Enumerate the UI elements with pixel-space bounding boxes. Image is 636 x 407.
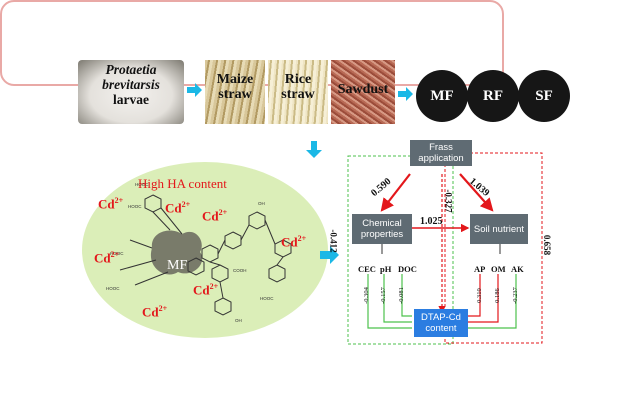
cd-ion-label: Cd xyxy=(94,250,111,266)
cd-ion-label: Cd xyxy=(142,304,159,320)
frass-label-rf: RF xyxy=(483,87,503,104)
oh-label: OH xyxy=(258,201,265,206)
high-ha-title: High HA content xyxy=(138,176,227,191)
var-cec: CEC xyxy=(358,264,376,274)
frass-application-box: Frass application xyxy=(410,140,472,166)
cd-ion-label: Cd xyxy=(202,208,219,224)
larvae-label-line2: brevitarsis xyxy=(102,77,160,92)
cd-ion-label: Cd xyxy=(165,200,182,216)
hooc-label: HOOC xyxy=(110,251,124,256)
dtap-cd-content-box: DTAP-Cd content xyxy=(414,309,468,337)
path-diagram-lines xyxy=(347,152,543,345)
hooc-label: HOOC xyxy=(135,182,149,187)
larvae-label-line1: Protaetia xyxy=(105,62,157,77)
coef-chem-soil: 1.025 xyxy=(420,216,443,227)
coef-ap: 0.310 xyxy=(475,288,483,303)
larvae-photo xyxy=(78,60,184,124)
frass-label-mf: MF xyxy=(430,87,454,104)
cd-ion-charge: 2+ xyxy=(114,196,124,205)
var-om: OM xyxy=(491,264,506,274)
mf-center-label: MF xyxy=(167,258,188,273)
arrow-right-icon xyxy=(398,87,413,101)
cd-ion-charge: 2+ xyxy=(158,304,168,313)
coef-ak: -0.237 xyxy=(511,287,519,304)
var-doc: DOC xyxy=(398,264,417,274)
cd-ion: Cd2+ xyxy=(142,304,167,320)
var-ap: AP xyxy=(474,264,486,274)
hooc-label: HOOC xyxy=(128,204,142,209)
maize-straw-photo xyxy=(205,60,265,124)
cd-ion-label: Cd xyxy=(193,282,210,298)
arrow-down-icon xyxy=(306,141,322,158)
cooh-label: COOH xyxy=(233,268,247,273)
cd-ion: Cd2+ xyxy=(281,234,306,250)
rice-straw-label: Rice straw xyxy=(268,72,328,102)
frass-label-sf: SF xyxy=(535,87,553,104)
cd-ion: Cd2+ xyxy=(94,250,119,266)
material-label-rice: Rice straw xyxy=(281,72,315,102)
coef-ph: -0.157 xyxy=(379,287,387,304)
cd-ion-charge: 2+ xyxy=(209,282,219,291)
coef-cec: -0.304 xyxy=(362,287,370,304)
maize-straw-label: Maize straw xyxy=(205,72,265,102)
coef-doc: -0.081 xyxy=(397,287,405,304)
chemical-properties-box: Chemical properties xyxy=(352,214,412,244)
cd-ion-charge: 2+ xyxy=(110,250,120,259)
cd-ion-charge: 2+ xyxy=(297,234,307,243)
frass-circle-sf: SF xyxy=(518,70,570,122)
cd-ion: Cd2+ xyxy=(202,208,227,224)
soil-nutrient-label: Soil nutrient xyxy=(473,223,525,235)
oh-label: OH xyxy=(235,318,242,323)
cd-ion-label: Cd xyxy=(281,234,298,250)
dtap-cd-content-label: DTAP-Cd content xyxy=(421,312,461,334)
sawdust-photo xyxy=(331,60,395,124)
frass-circle-rf: RF xyxy=(467,70,519,122)
cd-ion-charge: 2+ xyxy=(218,208,228,217)
coef-right-total: 0.658 xyxy=(542,234,553,256)
cd-ion: Cd2+ xyxy=(165,200,190,216)
coef-left-total: -0.412 xyxy=(328,229,339,253)
rice-straw-photo xyxy=(268,60,328,124)
cd-ion-charge: 2+ xyxy=(181,200,191,209)
chemical-properties-label: Chemical properties xyxy=(360,218,404,240)
hooc-label: HOOC xyxy=(106,286,120,291)
molecule-ellipse: HOOC HOOC OH COOH HOOC OH HOOC HOOC xyxy=(82,162,328,338)
sawdust-label: Sawdust xyxy=(337,82,389,97)
arrow-right-icon xyxy=(320,246,339,264)
hooc-label: HOOC xyxy=(260,296,274,301)
frass-application-label: Frass application xyxy=(418,142,464,164)
coef-frass-target: -0.327 xyxy=(443,189,454,213)
cd-ion: Cd2+ xyxy=(193,282,218,298)
larvae-label-line3: larvae xyxy=(113,92,149,107)
soil-nutrient-box: Soil nutrient xyxy=(470,214,528,244)
var-ak: AK xyxy=(511,264,524,274)
frass-circle-mf: MF xyxy=(416,70,468,122)
material-label-maize: Maize straw xyxy=(216,72,254,102)
cd-ion: Cd2+ xyxy=(98,196,123,212)
var-ph: pH xyxy=(380,264,392,274)
arrow-right-icon xyxy=(187,83,202,97)
cd-ion-label: Cd xyxy=(98,196,115,212)
coef-om: 0.186 xyxy=(493,288,501,303)
